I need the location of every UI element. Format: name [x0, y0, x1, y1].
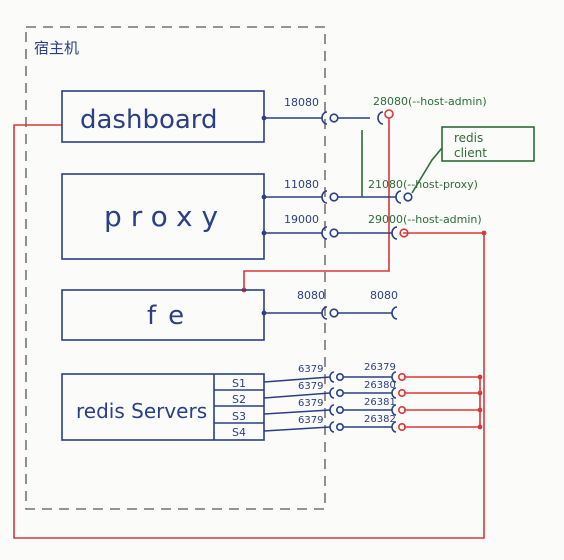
redis-port-row-3 — [263, 404, 406, 416]
red-junction — [477, 424, 483, 430]
proxy-label: proxy — [104, 200, 227, 233]
port-11080-label: 11080 — [284, 178, 319, 191]
redis-port-row-4 — [263, 421, 406, 433]
wire-junction — [261, 230, 267, 236]
redis-outer-port-3: 26381 — [364, 397, 396, 408]
redis-client-label-line2: client — [454, 146, 487, 160]
redis-inner-port-1: 6379 — [298, 364, 323, 375]
slot-s4: S4 — [232, 426, 246, 439]
wire-junction — [261, 115, 267, 121]
port-19000-label: 19000 — [284, 213, 319, 226]
port-socket — [377, 111, 384, 125]
redis-client-link — [411, 147, 443, 194]
port-plug — [329, 192, 339, 202]
port-plug — [403, 192, 413, 202]
redis-outer-port-1: 26379 — [364, 362, 396, 373]
redis-client-label-line1: redis — [454, 131, 483, 145]
redis-outer-port-4: 26382 — [364, 414, 396, 425]
redis-servers-box — [61, 373, 265, 441]
red-junction — [477, 407, 483, 413]
slot-s2: S2 — [232, 393, 246, 406]
wire-junction — [261, 194, 267, 200]
port-29000-label: 29000(--host-admin) — [368, 213, 482, 226]
port-socket — [391, 306, 398, 320]
host-machine-boundary — [25, 26, 326, 510]
port-8080-outer-label: 8080 — [370, 289, 398, 302]
wire-junction — [261, 310, 267, 316]
slot-s1: S1 — [232, 377, 246, 390]
port-socket — [395, 190, 402, 204]
red-junction — [477, 390, 483, 396]
port-plug-red — [399, 228, 409, 238]
red-junction — [477, 374, 483, 380]
port-socket — [321, 111, 328, 125]
port-21080-label: 21080(--host-proxy) — [368, 178, 478, 191]
port-28080-red-endpoint — [384, 109, 394, 119]
port-plug — [329, 113, 339, 123]
port-socket — [321, 190, 328, 204]
red-junction — [481, 230, 487, 236]
port-plug — [329, 228, 339, 238]
redis-outer-port-2: 26380 — [364, 380, 396, 391]
slot-s3: S3 — [232, 410, 246, 423]
port-socket — [321, 306, 328, 320]
redis-inner-port-2: 6379 — [298, 381, 323, 392]
port-socket — [321, 226, 328, 240]
proxy-box — [61, 173, 265, 260]
host-machine-label: 宿主机 — [34, 39, 79, 57]
port-plug — [329, 308, 339, 318]
port-28080-label: 28080(--host-admin) — [373, 95, 487, 108]
port-18080-label: 18080 — [284, 96, 319, 109]
port-socket — [391, 226, 398, 240]
redis-port-row-2 — [263, 387, 406, 399]
red-link-fe-dashboard — [243, 118, 390, 290]
fe-label: fe — [147, 301, 196, 331]
port-8080-inner-label: 8080 — [297, 289, 325, 302]
redis-inner-port-3: 6379 — [298, 398, 323, 409]
redis-client-box — [441, 126, 535, 162]
redis-inner-port-4: 6379 — [298, 415, 323, 426]
dashboard-label: dashboard — [80, 105, 218, 135]
red-link-outer — [13, 124, 485, 539]
redis-port-row-1 — [263, 371, 406, 383]
redis-servers-label: redis Servers — [76, 399, 207, 423]
